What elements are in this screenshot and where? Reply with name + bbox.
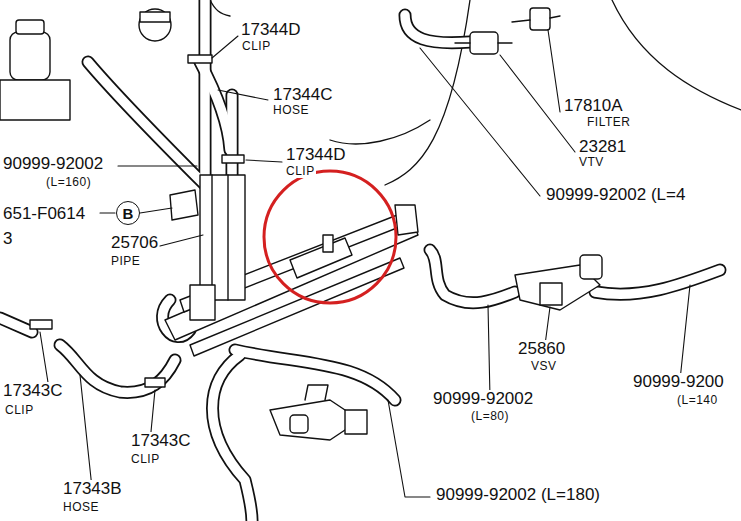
part-type: HOSE — [272, 104, 310, 117]
part-number: 25860 — [517, 340, 566, 358]
part-number: 90999-9200 — [632, 373, 725, 391]
part-type: CLIP — [130, 453, 161, 466]
part-number: 25706 — [110, 234, 159, 252]
part-number: 651-F0614 — [2, 205, 86, 223]
part-type: (L=140 — [676, 394, 719, 407]
part-number: 23281 — [578, 138, 627, 156]
part-number: 17344D — [240, 21, 302, 39]
part-number: 90999-92002 — [432, 390, 534, 408]
part-type: CLIP — [4, 404, 35, 417]
reference-circle: B — [116, 201, 140, 225]
part-type: HOSE — [62, 501, 100, 514]
part-type: CLIP — [285, 165, 316, 178]
part-number: 90999-92002 (L=4 — [545, 186, 686, 204]
part-number: 17343C — [130, 432, 192, 450]
part-number: 17344C — [272, 86, 334, 104]
part-number: 17343C — [2, 382, 64, 400]
reference-letter: B — [123, 206, 134, 221]
part-type: (L=80) — [470, 410, 510, 423]
part-type: VSV — [530, 360, 558, 373]
part-type: FILTER — [586, 116, 631, 129]
part-type: VTV — [578, 156, 605, 169]
part-number: 90999-92002 — [2, 155, 104, 173]
part-number: 3 — [2, 230, 13, 248]
part-type: CLIP — [241, 40, 272, 53]
part-number: 17810A — [563, 97, 624, 115]
part-type: PIPE — [110, 255, 141, 268]
part-number: 17343B — [62, 480, 123, 498]
part-type: (L=160) — [45, 176, 92, 189]
part-number: 90999-92002 (L=180) — [435, 486, 601, 504]
part-number: 17344D — [285, 146, 347, 164]
